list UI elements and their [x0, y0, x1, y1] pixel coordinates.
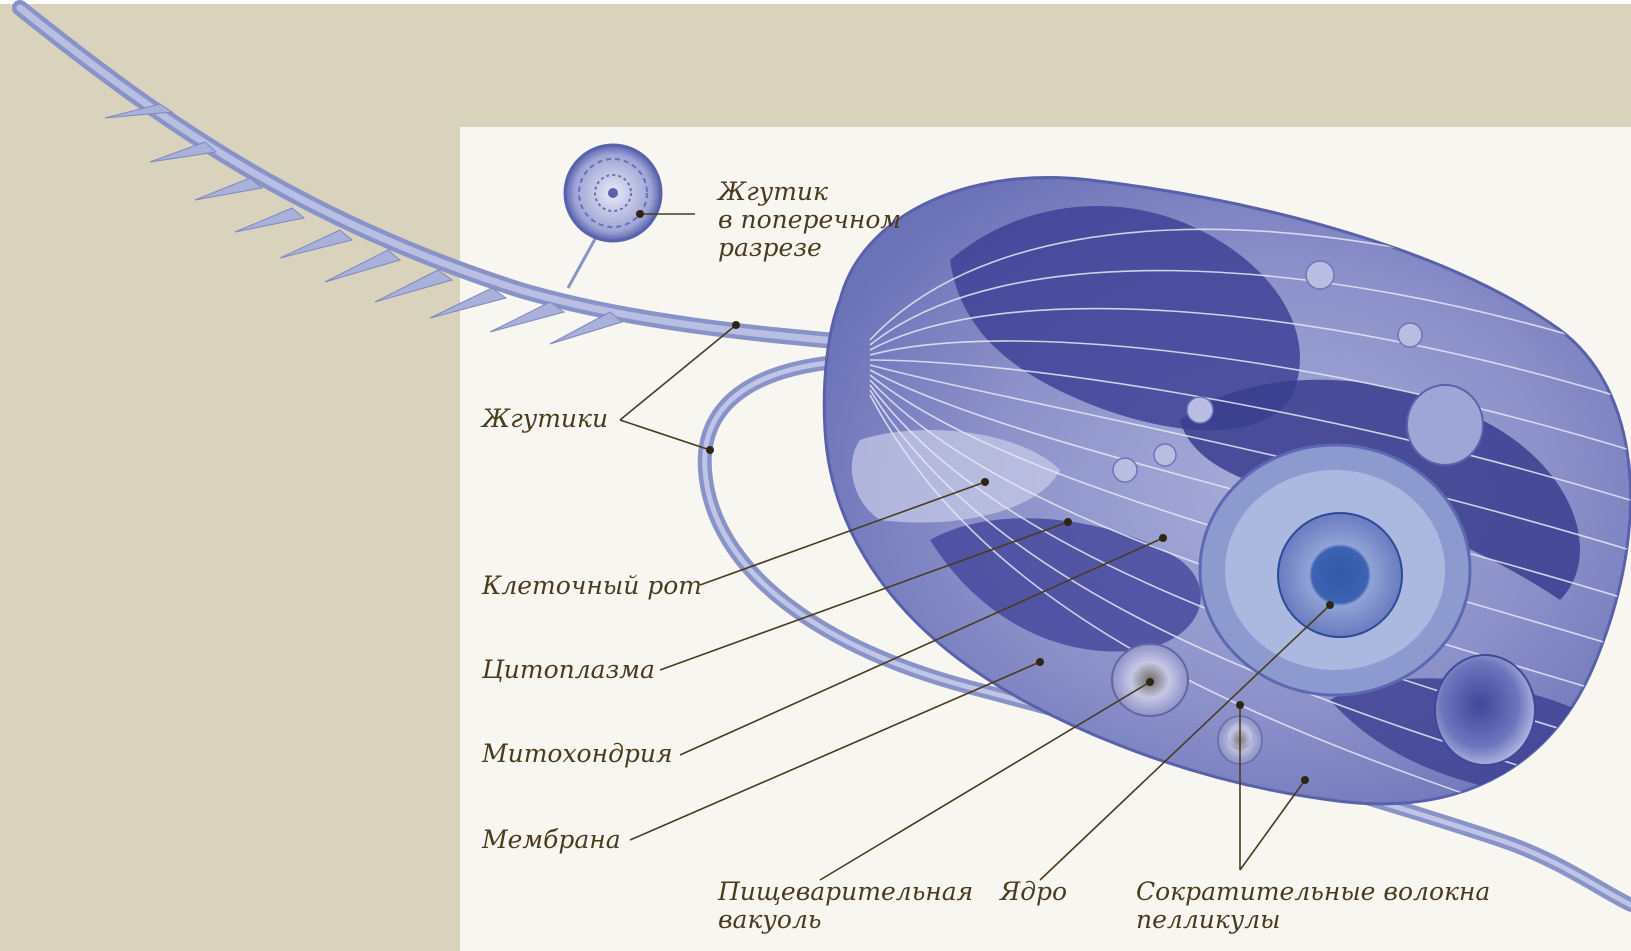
vacuole-upper-right	[1407, 385, 1483, 465]
contractile-vacuole	[1435, 655, 1535, 765]
label-flagellum-cross-section-line3: разрезе	[718, 233, 822, 262]
label-contractile-fibers-line2: пелликулы	[1136, 905, 1281, 934]
label-cell-mouth: Клеточный рот	[481, 571, 702, 600]
label-membrane: Мембрана	[481, 825, 621, 854]
label-flagellum-cross-section-line2: в поперечном	[718, 205, 901, 234]
label-nucleus: Ядро	[999, 877, 1067, 906]
nucleus	[1200, 445, 1470, 695]
outer-background-top-edge	[0, 0, 1631, 4]
label-digestive-vacuole-line2: вакуоль	[718, 905, 821, 934]
label-digestive-vacuole-line1: Пищеварительная	[717, 877, 973, 906]
label-flagella: Жгутики	[480, 404, 608, 433]
label-contractile-fibers-line1: Сократительные волокна	[1136, 877, 1490, 906]
label-mitochondrion: Митохондрия	[481, 739, 673, 768]
label-cytoplasm: Цитоплазма	[481, 655, 655, 684]
label-flagellum-cross-section-line1: Жгутик	[716, 177, 828, 206]
